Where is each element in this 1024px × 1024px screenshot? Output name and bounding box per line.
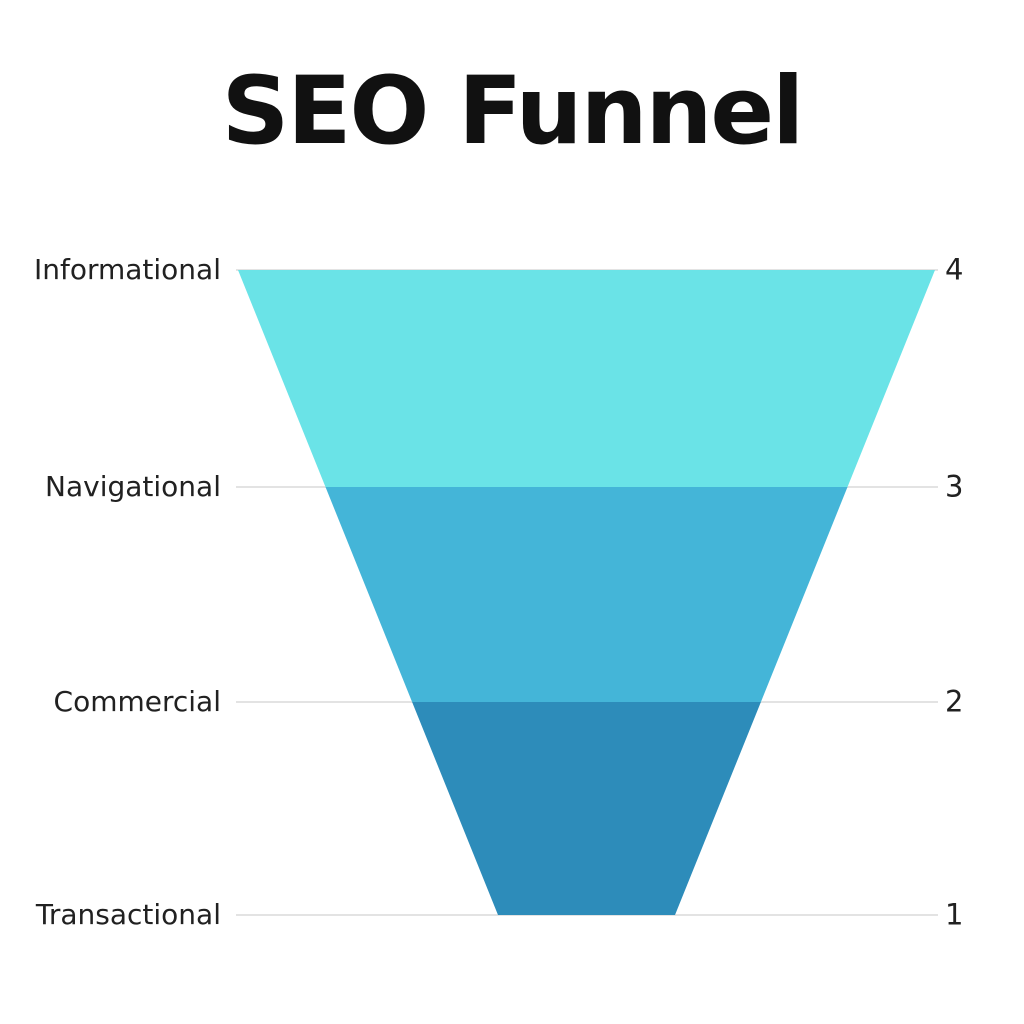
funnel-level-value-2: 2 [945,684,964,719]
funnel-segment-commercial [412,702,761,915]
funnel-segment-informational [238,270,935,487]
funnel-level-label-transactional: Transactional [35,897,221,931]
funnel-segment-navigational [325,487,848,702]
funnel-level-value-4: 4 [945,252,964,287]
page-title: SEO Funnel [221,57,805,166]
funnel-level-label-informational: Informational [33,252,221,286]
funnel-level-label-navigational: Navigational [45,469,221,503]
funnel-level-value-3: 3 [945,469,964,504]
funnel-level-label-commercial: Commercial [53,684,221,718]
funnel-level-value-1: 1 [945,897,964,932]
